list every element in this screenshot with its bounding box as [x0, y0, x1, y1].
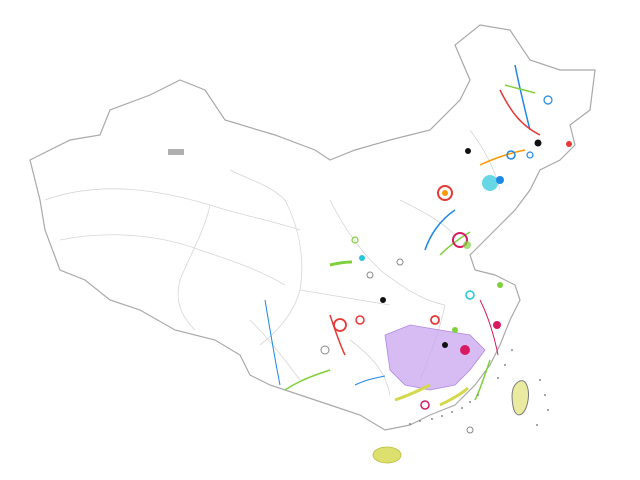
coastline-dots — [409, 349, 549, 426]
province-borders — [44, 129, 501, 396]
purple-region — [384, 324, 486, 391]
map-markers — [320, 95, 572, 434]
colored-routes — [264, 64, 541, 407]
west-label-patch — [168, 149, 184, 155]
country-outline — [29, 24, 596, 431]
hainan-island — [372, 446, 402, 464]
taiwan-island — [511, 380, 529, 416]
